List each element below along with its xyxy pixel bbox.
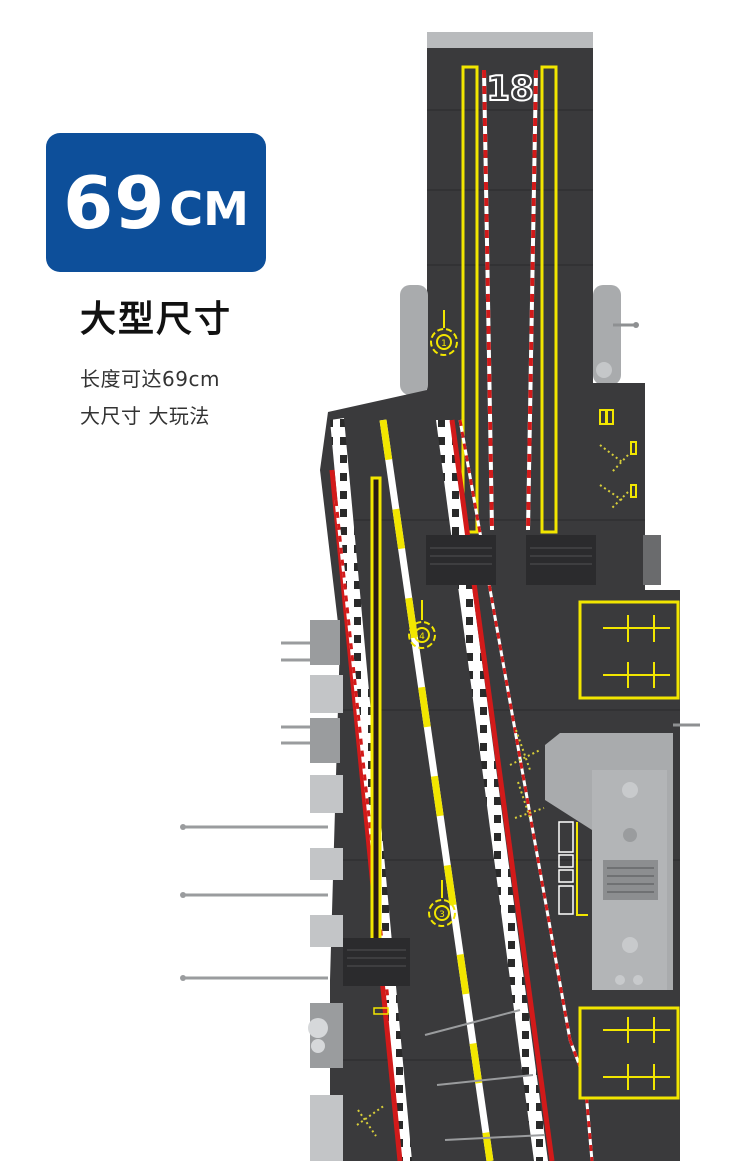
blast-deflectors [343,535,596,986]
aircraft-elevator-2 [578,1006,680,1100]
size-badge: 69 CM [46,133,266,272]
description-line-2: 大尺寸 大玩法 [80,404,210,428]
angled-deck-edge-right [436,420,548,1161]
bow-edge [427,32,593,48]
island-superstructure [545,723,700,990]
aircraft-elevator-1 [578,600,680,700]
size-unit: CM [169,181,249,236]
catapult-marker-1 [430,310,458,356]
description-line-1: 长度可达69cm [80,367,220,391]
deck-number: 18 [486,69,533,109]
headline: 大型尺寸 [80,299,233,340]
svg-text:1: 1 [441,339,447,349]
catapult-marker-4: 4 [419,632,425,642]
size-number: 69 [63,160,166,245]
port-side-weapons [308,620,343,1161]
bow-catapult-markings [461,65,558,534]
catapult-marker-3: 3 [439,910,445,920]
